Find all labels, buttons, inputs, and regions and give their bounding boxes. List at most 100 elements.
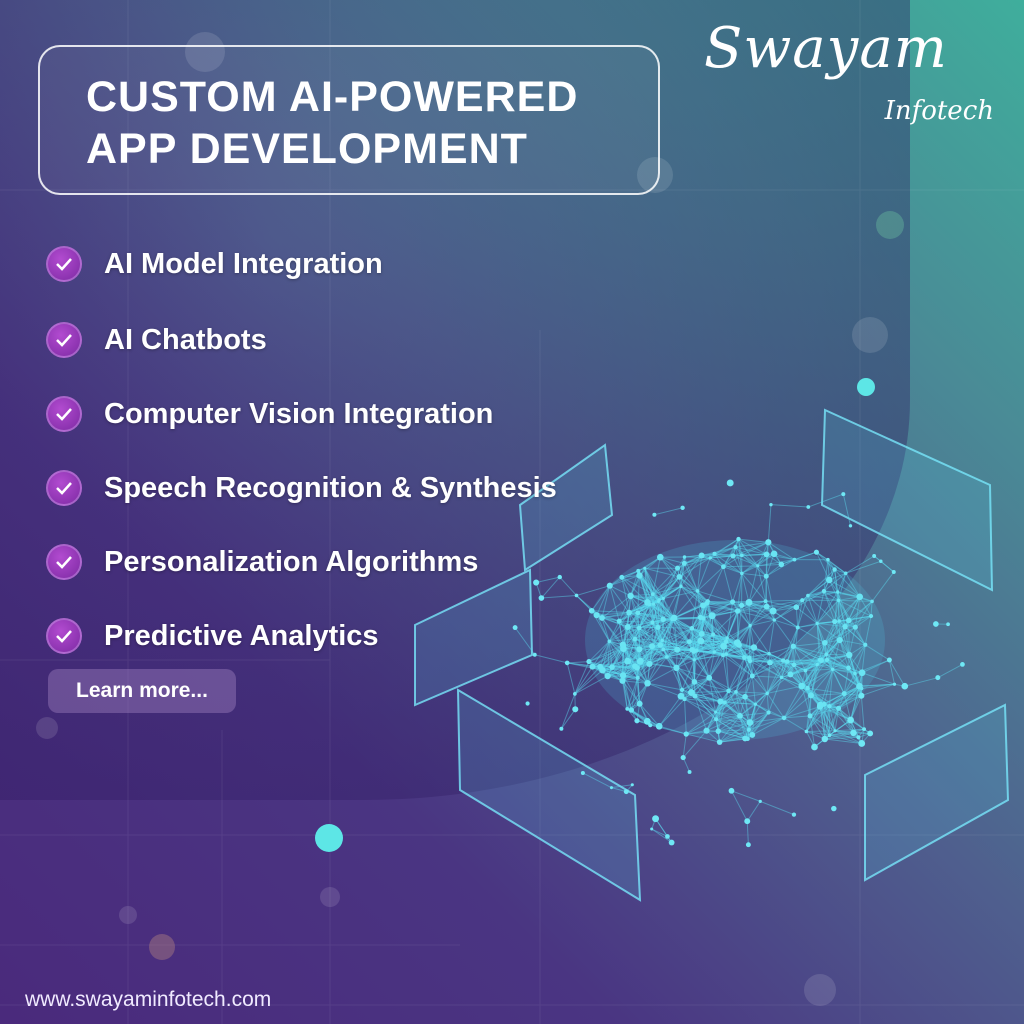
- network-node: [845, 617, 852, 624]
- network-node: [716, 739, 723, 745]
- network-node: [836, 598, 841, 603]
- network-node: [856, 593, 864, 601]
- network-node: [745, 598, 753, 606]
- network-node: [643, 566, 647, 570]
- check-icon: [46, 396, 82, 432]
- hologram-panel: [820, 408, 994, 592]
- network-node: [808, 692, 814, 699]
- network-node: [634, 665, 640, 671]
- network-node: [750, 644, 758, 651]
- network-node: [674, 646, 681, 653]
- network-node: [636, 572, 643, 579]
- network-node: [733, 545, 738, 550]
- network-node: [769, 607, 777, 615]
- check-icon: [46, 246, 82, 282]
- network-node: [695, 589, 700, 593]
- network-node: [652, 512, 657, 517]
- network-node: [697, 637, 705, 645]
- network-node: [858, 692, 865, 699]
- network-node: [846, 665, 851, 671]
- network-node: [682, 697, 687, 702]
- network-node: [842, 623, 848, 630]
- network-node: [533, 579, 540, 586]
- network-node: [650, 592, 655, 596]
- network-node: [588, 607, 595, 614]
- network-node: [619, 574, 625, 580]
- network-node: [835, 705, 842, 711]
- network-node: [698, 552, 705, 559]
- network-node: [737, 712, 743, 719]
- network-node: [668, 839, 675, 846]
- network-node: [714, 710, 718, 714]
- network-node: [830, 667, 835, 671]
- network-node: [680, 755, 686, 761]
- background-arc: [0, 0, 910, 800]
- network-node: [722, 700, 727, 705]
- learn-more-button[interactable]: Learn more...: [48, 669, 236, 713]
- feature-item: Speech Recognition & Synthesis: [46, 451, 557, 525]
- network-node: [847, 716, 854, 724]
- network-node: [644, 680, 651, 687]
- network-node: [607, 639, 612, 644]
- network-node: [767, 651, 771, 656]
- hologram-panel: [414, 568, 534, 707]
- network-node: [627, 592, 634, 600]
- network-node: [720, 642, 727, 650]
- network-node: [813, 549, 820, 555]
- network-node: [636, 700, 643, 707]
- network-node: [538, 595, 545, 601]
- network-node: [715, 728, 722, 734]
- hologram-panel: [518, 443, 614, 572]
- network-node: [832, 567, 837, 572]
- network-node: [833, 729, 837, 733]
- network-node: [683, 731, 689, 737]
- network-node: [868, 613, 874, 619]
- network-node: [677, 692, 685, 700]
- network-node: [935, 675, 941, 681]
- network-node: [714, 717, 719, 722]
- network-node: [770, 550, 778, 558]
- network-node: [572, 706, 579, 713]
- network-node: [792, 557, 797, 562]
- network-node: [758, 799, 762, 803]
- network-node: [652, 815, 660, 823]
- network-node: [736, 642, 742, 648]
- network-node: [767, 659, 773, 666]
- network-node: [744, 818, 751, 825]
- network-node: [634, 718, 640, 724]
- feature-item: AI Chatbots: [46, 303, 557, 377]
- network-node: [559, 726, 564, 731]
- network-node: [606, 582, 613, 589]
- network-node: [580, 770, 585, 775]
- network-node: [805, 685, 810, 691]
- network-node: [740, 571, 744, 576]
- network-node: [862, 727, 867, 732]
- network-node: [841, 691, 847, 697]
- network-node: [821, 588, 827, 594]
- network-node: [822, 639, 828, 646]
- network-node: [831, 805, 837, 812]
- brain-shape: [585, 540, 885, 740]
- network-node: [806, 593, 810, 598]
- network-node: [763, 603, 770, 610]
- feature-item: Computer Vision Integration: [46, 377, 557, 451]
- feature-label: Personalization Algorithms: [104, 545, 479, 578]
- network-node: [687, 769, 692, 774]
- check-icon: [46, 544, 82, 580]
- network-node: [665, 655, 669, 659]
- network-node: [723, 639, 729, 644]
- check-icon: [46, 322, 82, 358]
- network-node: [730, 553, 736, 559]
- network-node: [636, 657, 644, 665]
- network-node: [807, 713, 813, 719]
- network-node: [791, 662, 797, 668]
- network-node: [846, 651, 853, 659]
- network-node: [793, 604, 800, 611]
- network-node: [850, 729, 857, 737]
- network-node: [700, 602, 707, 609]
- network-node: [687, 689, 695, 697]
- feature-label: AI Model Integration: [104, 247, 383, 280]
- network-node: [739, 553, 744, 558]
- network-node: [821, 735, 829, 743]
- network-node: [680, 505, 685, 511]
